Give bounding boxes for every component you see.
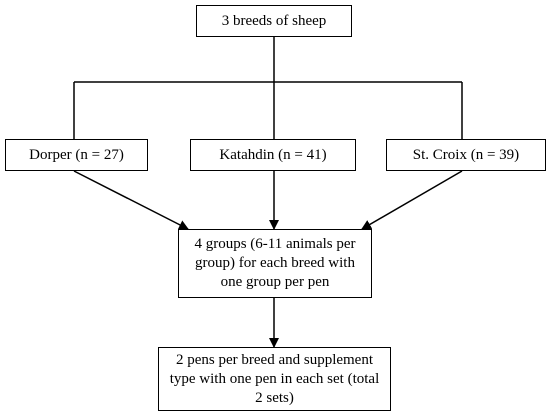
pens-node-label: 2 pens per breed and supplement type wit… — [169, 351, 380, 406]
groups-node-label: 4 groups (6-11 animals per group) for ea… — [194, 236, 356, 290]
breed-node-stcroix: St. Croix (n = 39) — [386, 139, 546, 171]
arrow-stcroix-to-groups — [361, 170, 463, 230]
pens-node-box: 2 pens per breed and supplement type wit… — [158, 347, 391, 411]
breed-label-katahdin: Katahdin (n = 41) — [219, 146, 327, 163]
breed-node-katahdin: Katahdin (n = 41) — [190, 139, 356, 171]
root-node-box: 3 breeds of sheep — [196, 5, 352, 37]
breed-node-dorper: Dorper (n = 27) — [5, 139, 148, 171]
groups-node-box: 4 groups (6-11 animals per group) for ea… — [178, 229, 372, 298]
root-node-label: 3 breeds of sheep — [221, 12, 327, 29]
arrow-dorper-to-groups — [73, 170, 189, 230]
breed-label-stcroix: St. Croix (n = 39) — [412, 146, 520, 163]
breed-label-dorper: Dorper (n = 27) — [29, 146, 124, 163]
